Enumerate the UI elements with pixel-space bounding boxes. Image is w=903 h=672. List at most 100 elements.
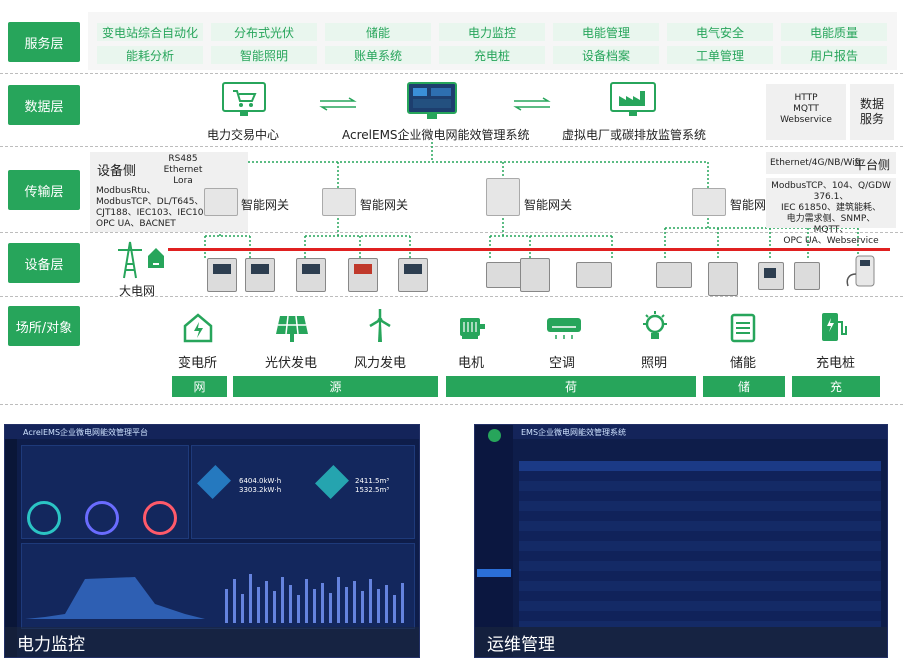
object-label: 变电所 — [178, 356, 218, 371]
service-tile: 用户报告 — [781, 46, 887, 64]
category-bar: 荷 — [446, 376, 696, 397]
object-label: 照明 — [641, 356, 668, 371]
module-device-icon — [486, 262, 522, 288]
ems-monitor-icon — [407, 82, 457, 119]
service-tile: 能耗分析 — [97, 46, 203, 64]
protocol-box: HTTP MQTT Webservice — [766, 84, 846, 140]
factory-monitor-icon — [610, 82, 656, 116]
protocol-text: ModbusTCP、104、Q/GDW 376.1、 — [771, 181, 891, 202]
exchange-arrows-icon — [319, 97, 357, 111]
gateway-device-icon — [204, 188, 238, 216]
maintenance-screenshot: EMS企业微电网能效管理系统 运维管理 — [474, 424, 888, 658]
module-device-icon — [708, 262, 738, 296]
layer-label-data: 数据层 — [8, 85, 80, 125]
meter-device-icon — [758, 262, 784, 290]
protocol-text: OPC UA、Webservice — [783, 236, 879, 246]
vpp-label: 虚拟电厂或碳排放监管系统 — [562, 128, 707, 142]
object-label: 风力发电 — [354, 356, 407, 371]
wind-turbine-icon — [369, 309, 391, 342]
object-label: 储能 — [730, 356, 757, 371]
ems-system-label: AcrelEMS企业微电网能效管理系统 — [342, 128, 530, 142]
service-tile: 储能 — [325, 23, 431, 41]
category-bar: 充 — [792, 376, 880, 397]
service-tile: 电气安全 — [667, 23, 773, 41]
layer-label-transmission: 传输层 — [8, 170, 80, 210]
water-value: 2411.5m³ — [355, 477, 390, 485]
bulb-icon — [643, 311, 667, 339]
meter-device-icon — [296, 258, 326, 292]
meter-device-icon — [245, 258, 275, 292]
solar-panel-icon — [276, 315, 308, 342]
module-device-icon — [656, 262, 692, 288]
meter-device-icon — [398, 258, 428, 292]
trade-center-label: 电力交易中心 — [207, 128, 280, 142]
service-tile: 充电桩 — [439, 46, 545, 64]
exchange-arrows-icon — [513, 97, 551, 111]
screenshot-caption: 运维管理 — [475, 627, 887, 657]
category-bar: 源 — [233, 376, 438, 397]
separator — [0, 73, 903, 74]
service-tile: 智能照明 — [211, 46, 317, 64]
motor-icon — [460, 318, 485, 339]
object-label: 充电桩 — [816, 356, 856, 371]
service-tile: 账单系统 — [325, 46, 431, 64]
service-tile: 电力监控 — [439, 23, 545, 41]
category-bar: 储 — [703, 376, 785, 397]
service-tile: 分布式光伏 — [211, 23, 317, 41]
gateway-device-icon — [322, 188, 356, 216]
layer-label-object: 场所/对象 — [8, 306, 80, 346]
separator — [0, 296, 903, 297]
meter-device-icon — [207, 258, 237, 292]
service-tile: 变电站综合自动化 — [97, 23, 203, 41]
substation-icon — [183, 313, 213, 343]
monitoring-screenshot: AcrelEMS企业微电网能效管理平台 6404.0kW·h 3303.2kW·… — [4, 424, 420, 658]
protocol-text: MQTT — [793, 104, 819, 114]
object-label: 空调 — [549, 356, 576, 371]
category-bar: 网 — [172, 376, 227, 397]
gateway-label: 智能网关 — [360, 198, 409, 212]
water-value: 1532.5m³ — [355, 486, 390, 494]
gateway-device-icon — [486, 178, 520, 216]
gateway-label: 智能网关 — [524, 198, 573, 212]
power-tower-icon — [118, 241, 164, 279]
screenshot-title: EMS企业微电网能效管理系统 — [521, 428, 627, 437]
screenshot-caption: 电力监控 — [5, 627, 419, 657]
network-lines — [204, 142, 859, 258]
service-tile: 工单管理 — [667, 46, 773, 64]
charger-device-icon — [846, 255, 875, 287]
layer-label-service: 服务层 — [8, 22, 80, 62]
power-bus-line — [168, 248, 890, 251]
data-service-label: 数据服务 — [859, 97, 884, 126]
ev-charger-icon — [822, 313, 847, 341]
area-chart-graphic — [25, 574, 404, 623]
service-tile: 电能管理 — [553, 23, 659, 41]
air-conditioner-icon — [547, 318, 581, 339]
wireless-device-icon — [576, 262, 612, 288]
screenshot-title: AcrelEMS企业微电网能效管理平台 — [23, 428, 149, 437]
module-device-icon — [520, 258, 550, 292]
gateway-label: 智能网关 — [241, 198, 290, 212]
protocol-text: 电力需求侧、SNMP、MQTT、 — [786, 214, 876, 235]
protocol-text: HTTP — [794, 93, 818, 103]
protocol-text: CJT188、IEC103、IEC104、 — [96, 208, 219, 218]
protocol-text: RS485 — [168, 154, 198, 164]
cart-monitor-icon — [222, 82, 266, 116]
grid-label: 大电网 — [119, 284, 156, 298]
energy-value: 6404.0kW·h — [239, 477, 282, 485]
service-tile: 电能质量 — [781, 23, 887, 41]
platform-side-label: 平台侧 — [854, 158, 891, 172]
meter-device-icon — [794, 262, 820, 290]
gateway-device-icon — [692, 188, 726, 216]
object-label: 电机 — [458, 356, 485, 371]
protocol-text: ModbusTCP、DL/T645、 — [96, 197, 204, 207]
protocol-text: Lora — [173, 176, 193, 186]
protocol-text: Webservice — [780, 115, 832, 125]
device-side-label: 设备侧 — [97, 164, 137, 179]
separator — [0, 404, 903, 405]
separator — [0, 146, 903, 147]
layer-label-device: 设备层 — [8, 243, 80, 283]
object-label: 光伏发电 — [265, 356, 318, 371]
meter-device-icon — [348, 258, 378, 292]
battery-storage-icon — [730, 313, 756, 343]
separator — [0, 232, 903, 233]
